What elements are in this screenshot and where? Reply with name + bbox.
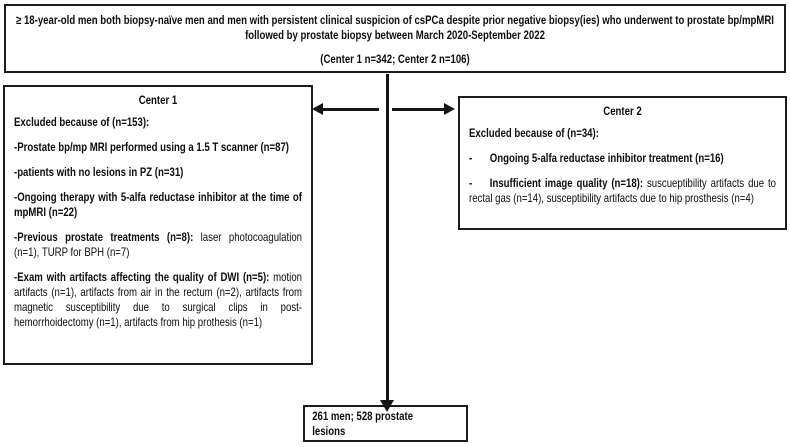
arrow-to-center2-shaft xyxy=(392,108,446,111)
center1-text-wrapper: Center 1 Excluded because of (n=153): -P… xyxy=(14,93,302,330)
result-text-wrapper: 261 men; 528 prostate lesions xyxy=(309,409,431,439)
left-arrowhead-icon xyxy=(312,103,323,115)
down-arrowhead-icon xyxy=(380,400,394,412)
item-dash-bullet: - xyxy=(469,176,473,190)
center1-exclusions-heading: Excluded because of (n=153): xyxy=(14,115,150,129)
cohort-counts-text: (Center 1 n=342; Center 2 n=106) xyxy=(320,52,470,66)
item-bold-text: -patients with no lesions in PZ (n=31) xyxy=(14,165,184,179)
center2-title: Center 2 xyxy=(603,104,642,118)
vertical-connector-line xyxy=(386,74,389,402)
center1-exclusions-box: Center 1 Excluded because of (n=153): -P… xyxy=(3,85,313,365)
center1-exclusion-item: -patients with no lesions in PZ (n=31) xyxy=(14,165,302,180)
item-regular-text: motion artifacts (n=1), artifacts from a… xyxy=(14,270,302,329)
arrow-to-center1-shaft xyxy=(321,108,379,111)
item-regular-text: laser photocoagulation (n=1), TURP for B… xyxy=(14,230,303,259)
center1-exclusion-item: -Prostate bp/mp MRI performed using a 1.… xyxy=(14,140,302,155)
item-dash-bullet: - xyxy=(469,151,473,165)
item-regular-text: suscueptibility artifacts due to rectal … xyxy=(469,176,777,205)
item-bold-text: Insufficient image quality (n=18): xyxy=(489,176,644,190)
center1-exclusion-item: -Previous prostate treatments (n=8): las… xyxy=(14,230,302,260)
center2-exclusion-item: - Ongoing 5-alfa reductase inhibitor trea… xyxy=(469,151,776,166)
center2-exclusions-box: Center 2 Excluded because of (n=34): - On… xyxy=(458,96,787,230)
center1-title: Center 1 xyxy=(138,93,178,107)
center2-text-wrapper: Center 2 Excluded because of (n=34): - On… xyxy=(469,104,776,206)
right-arrowhead-icon xyxy=(444,103,455,115)
item-bold-text: -Previous prostate treatments (n=8): xyxy=(14,230,194,244)
item-bold-text: Ongoing 5-alfa reductase inhibitor treat… xyxy=(489,151,724,165)
item-bold-text: -Prostate bp/mp MRI performed using a 1.… xyxy=(14,140,289,154)
item-bold-text: -Ongoing therapy with 5-alfa reductase i… xyxy=(14,190,302,219)
center1-exclusion-item: -Ongoing therapy with 5-alfa reductase i… xyxy=(14,190,302,220)
center2-exclusions-heading: Excluded because of (n=34): xyxy=(469,126,599,140)
item-bold-text: -Exam with artifacts affecting the quali… xyxy=(14,270,270,284)
center2-exclusion-item: - Insufficient image quality (n=18): susc… xyxy=(469,176,776,206)
eligibility-box: ≥ 18-year-old men both biopsy-naïve men … xyxy=(4,4,786,73)
eligibility-text-wrapper: ≥ 18-year-old men both biopsy-naïve men … xyxy=(16,13,774,67)
result-count-text: 261 men; 528 prostate lesions xyxy=(312,408,414,438)
eligibility-criteria-text: ≥ 18-year-old men both biopsy-naïve men … xyxy=(16,13,774,42)
center1-exclusion-item: -Exam with artifacts affecting the quali… xyxy=(14,270,302,330)
